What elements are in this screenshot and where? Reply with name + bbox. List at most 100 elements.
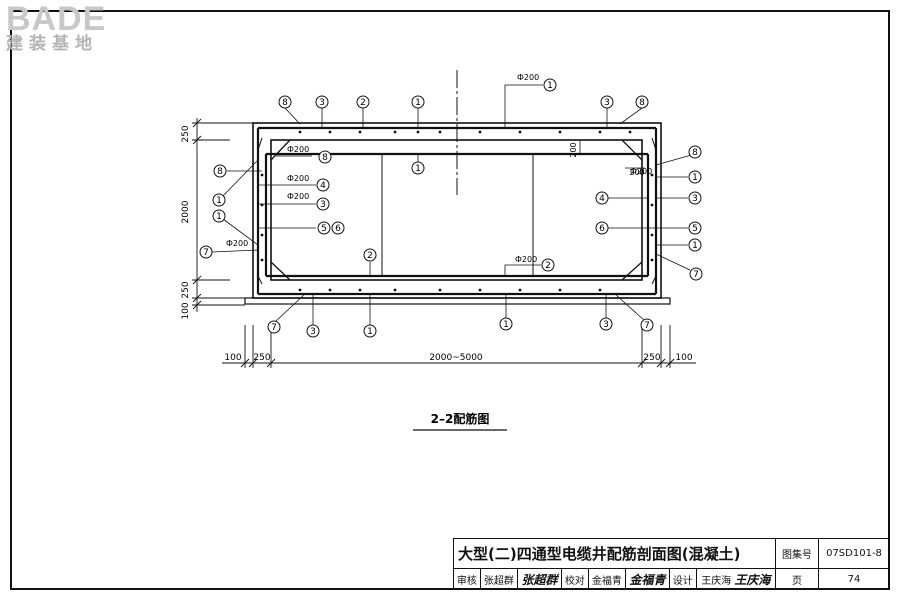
designer-signature: 王庆海 bbox=[734, 572, 771, 587]
dim-250-left: 250 bbox=[253, 353, 270, 363]
spacing-roof: Ф200 bbox=[287, 145, 309, 154]
svg-text:4: 4 bbox=[599, 194, 605, 204]
inner-dims bbox=[579, 140, 645, 169]
mark-bubble: 1 bbox=[212, 209, 226, 223]
mark-bubble: 6 bbox=[595, 221, 609, 235]
svg-text:2: 2 bbox=[360, 98, 366, 108]
svg-text:8: 8 bbox=[692, 148, 698, 158]
svg-text:1: 1 bbox=[216, 196, 222, 206]
mark-bubble: 6 bbox=[331, 221, 345, 235]
mark-bubble: 2 bbox=[363, 248, 377, 262]
review-label: 审核 bbox=[453, 568, 481, 590]
mark-bubble: 3 bbox=[306, 324, 320, 338]
rebar-lines bbox=[256, 126, 658, 296]
mark-bubble: 1 bbox=[499, 317, 513, 331]
page-label: 页 bbox=[775, 568, 819, 590]
svg-text:3: 3 bbox=[320, 200, 326, 210]
checker-name: 金福青 bbox=[587, 568, 627, 590]
outer-wall bbox=[252, 122, 662, 299]
mark-bubble: 1 bbox=[688, 238, 702, 252]
mark-bubble: 1 bbox=[212, 193, 226, 207]
atlas-number: 07SD101-8 bbox=[818, 538, 890, 569]
mark-bubble: 3 bbox=[315, 95, 329, 109]
svg-text:1: 1 bbox=[216, 212, 222, 222]
drawing-frame bbox=[10, 10, 890, 590]
svg-text:3: 3 bbox=[310, 327, 316, 337]
svg-text:1: 1 bbox=[547, 81, 553, 91]
mark-bubble: 8 bbox=[213, 164, 227, 178]
svg-text:8: 8 bbox=[322, 153, 328, 163]
atlas-label: 图集号 bbox=[775, 538, 819, 569]
svg-text:4: 4 bbox=[320, 181, 326, 191]
mark-bubble: 4 bbox=[595, 191, 609, 205]
dim-200-horiz: 200 bbox=[629, 168, 644, 177]
svg-text:3: 3 bbox=[692, 194, 698, 204]
section-caption: 2–2配筋图 bbox=[431, 411, 490, 426]
svg-text:7: 7 bbox=[271, 323, 277, 333]
svg-text:1: 1 bbox=[415, 164, 421, 174]
spacing-floor: Ф200 bbox=[515, 255, 537, 264]
dim-200-vert: 200 bbox=[569, 142, 578, 157]
inner-wall bbox=[270, 139, 643, 281]
logo-brand-text: BADE bbox=[6, 0, 107, 38]
mark-bubbles: 8 3 2 1 1 3 8 8 1 8 1 1 7 4 3 6 5 1 7 2 … bbox=[199, 78, 703, 338]
reviewer-signature: 张超群 bbox=[517, 568, 562, 590]
dim-span: 2000~5000 bbox=[429, 353, 483, 363]
svg-text:8: 8 bbox=[217, 167, 223, 177]
title-block: 大型(二)四通型电缆井配筋剖面图(混凝土) 图集号 07SD101-8 审核 张… bbox=[453, 538, 890, 590]
spacing-right: Ф200 bbox=[630, 167, 652, 176]
spacing-4: Ф200 bbox=[287, 174, 309, 183]
mark-bubble: 8 bbox=[318, 150, 332, 164]
svg-text:5: 5 bbox=[321, 224, 327, 234]
mark-bubble: 5 bbox=[317, 221, 331, 235]
mark-bubbles-extra: 8 1 bbox=[688, 145, 702, 252]
mark-bubble: 8 bbox=[278, 95, 292, 109]
svg-text:7: 7 bbox=[203, 248, 209, 258]
mark-bubble: 2 bbox=[541, 258, 555, 272]
rebar-dots bbox=[260, 130, 654, 292]
svg-text:2: 2 bbox=[367, 251, 373, 261]
dim-100-left: 100 bbox=[224, 353, 241, 363]
design-label: 设计 bbox=[668, 568, 697, 590]
svg-text:5: 5 bbox=[692, 224, 698, 234]
brand-logo: BADE 建装基地 bbox=[6, 2, 106, 54]
mark-bubble: 8 bbox=[635, 95, 649, 109]
svg-text:6: 6 bbox=[335, 224, 341, 234]
mark-bubble: 1 bbox=[411, 95, 425, 109]
dim-100: 100 bbox=[181, 302, 191, 319]
mark-bubble: 7 bbox=[199, 245, 213, 259]
logo-subtitle: 建装基地 bbox=[6, 34, 98, 54]
check-label: 校对 bbox=[560, 568, 589, 590]
mark-bubble: 1 bbox=[411, 161, 425, 175]
mark-bubble: 7 bbox=[689, 267, 703, 281]
svg-text:1: 1 bbox=[503, 320, 509, 330]
mark-bubble: 3 bbox=[688, 191, 702, 205]
dim-250-top: 250 bbox=[181, 125, 191, 142]
svg-text:3: 3 bbox=[603, 320, 609, 330]
mark-bubble: 5 bbox=[688, 221, 702, 235]
svg-text:3: 3 bbox=[319, 98, 325, 108]
svg-text:7: 7 bbox=[693, 270, 699, 280]
mark-bubble: 8 bbox=[688, 145, 702, 159]
mark-bubble: 3 bbox=[599, 317, 613, 331]
left-dimensions bbox=[192, 118, 253, 312]
mark-bubble: 3 bbox=[600, 95, 614, 109]
svg-text:3: 3 bbox=[604, 98, 610, 108]
spacing-top: Ф200 bbox=[517, 73, 539, 82]
svg-text:1: 1 bbox=[367, 327, 373, 337]
spacing-left: Ф200 bbox=[226, 239, 248, 248]
page-number: 74 bbox=[818, 568, 890, 590]
svg-text:2: 2 bbox=[545, 261, 551, 271]
mark-bubble: 1 bbox=[688, 170, 702, 184]
svg-text:7: 7 bbox=[644, 321, 650, 331]
dim-100-right: 100 bbox=[675, 353, 692, 363]
svg-text:6: 6 bbox=[599, 224, 605, 234]
spacing-3: Ф200 bbox=[287, 192, 309, 201]
mark-bubble: 4 bbox=[316, 178, 330, 192]
dim-250-right: 250 bbox=[643, 353, 660, 363]
mark-bubble: 1 bbox=[543, 78, 557, 92]
mark-bubble: 7 bbox=[640, 318, 654, 332]
svg-text:1: 1 bbox=[415, 98, 421, 108]
rebar-bends bbox=[257, 137, 657, 285]
